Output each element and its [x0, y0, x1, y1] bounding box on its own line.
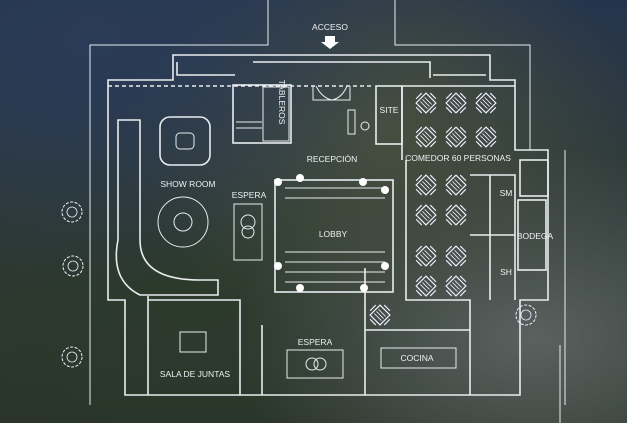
dining-table-icon — [369, 304, 391, 326]
room-label-lobby: LOBBY — [319, 229, 348, 239]
dining-table-icon — [445, 174, 467, 196]
access-arrow-icon — [321, 36, 339, 49]
room-label-sm: SM — [500, 188, 513, 198]
room-label-espera-1: ESPERA — [232, 190, 267, 200]
dining-table-icon — [475, 92, 497, 114]
site-boundary — [89, 0, 566, 423]
room-label-comedor: COMEDOR 60 PERSONAS — [405, 153, 511, 163]
trees — [61, 201, 537, 368]
room-label-site: SITE — [380, 105, 399, 115]
dining-table-icon — [415, 204, 437, 226]
room-label-recepcion: RECEPCIÓN — [307, 154, 358, 164]
dining-table-icon — [445, 92, 467, 114]
dining-tables — [369, 92, 497, 326]
tree-icon — [61, 201, 83, 223]
room-label-bodega: BODEGA — [517, 231, 554, 241]
room-label-show-room: SHOW ROOM — [160, 179, 215, 189]
dining-table-icon — [445, 204, 467, 226]
dining-table-icon — [445, 245, 467, 267]
dining-table-icon — [445, 275, 467, 297]
dining-table-icon — [475, 126, 497, 148]
tree-icon — [515, 304, 537, 326]
dining-table-icon — [415, 245, 437, 267]
building-walls — [107, 54, 549, 396]
dining-table-icon — [415, 126, 437, 148]
room-label-espera-2: ESPERA — [298, 337, 333, 347]
access-label: ACCESO — [312, 22, 348, 32]
dining-table-icon — [445, 126, 467, 148]
dining-table-icon — [415, 275, 437, 297]
room-label-sala-juntas: SALA DE JUNTAS — [160, 369, 231, 379]
tree-icon — [61, 346, 83, 368]
room-label-cocina: COCINA — [400, 353, 433, 363]
dining-table-icon — [415, 174, 437, 196]
tree-icon — [62, 255, 84, 277]
room-label-sh: SH — [500, 267, 512, 277]
room-label-tableros: TABLEROS — [277, 80, 287, 125]
dining-table-icon — [415, 92, 437, 114]
